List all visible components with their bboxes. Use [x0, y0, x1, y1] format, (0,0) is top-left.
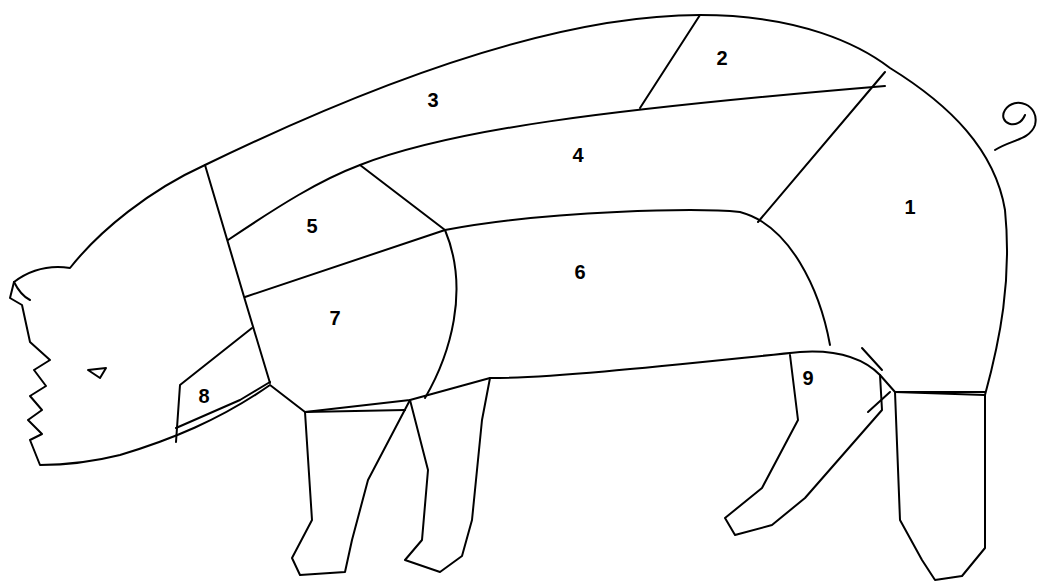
callout-number: 6	[574, 262, 585, 282]
cut-line	[895, 391, 985, 393]
eye	[88, 368, 106, 378]
cut-line	[305, 410, 405, 412]
callout-number: 4	[572, 145, 583, 165]
cut-line	[245, 210, 830, 345]
callout-number: 5	[306, 216, 317, 236]
cut-line	[425, 230, 456, 398]
callout-number: 1	[904, 197, 915, 217]
callout-number: 8	[198, 386, 209, 406]
cut-line	[862, 348, 882, 370]
front-leg	[405, 378, 490, 572]
tail	[995, 103, 1036, 150]
cut-line	[868, 392, 890, 412]
callout-number: 3	[427, 90, 438, 110]
cut-line	[758, 72, 885, 222]
body-outline	[10, 15, 1007, 465]
callout-number: 9	[802, 368, 813, 388]
front-leg	[292, 400, 410, 575]
cut-line	[228, 86, 885, 240]
rear-leg	[895, 392, 985, 580]
callout-number: 7	[329, 308, 340, 328]
ear	[14, 282, 30, 300]
cut-line	[640, 15, 700, 108]
cut-line	[360, 165, 445, 230]
cut-line	[176, 382, 270, 428]
cut-line	[176, 328, 252, 442]
cut-line	[205, 165, 270, 383]
callout-number: 2	[716, 48, 727, 68]
rear-leg	[725, 355, 882, 535]
